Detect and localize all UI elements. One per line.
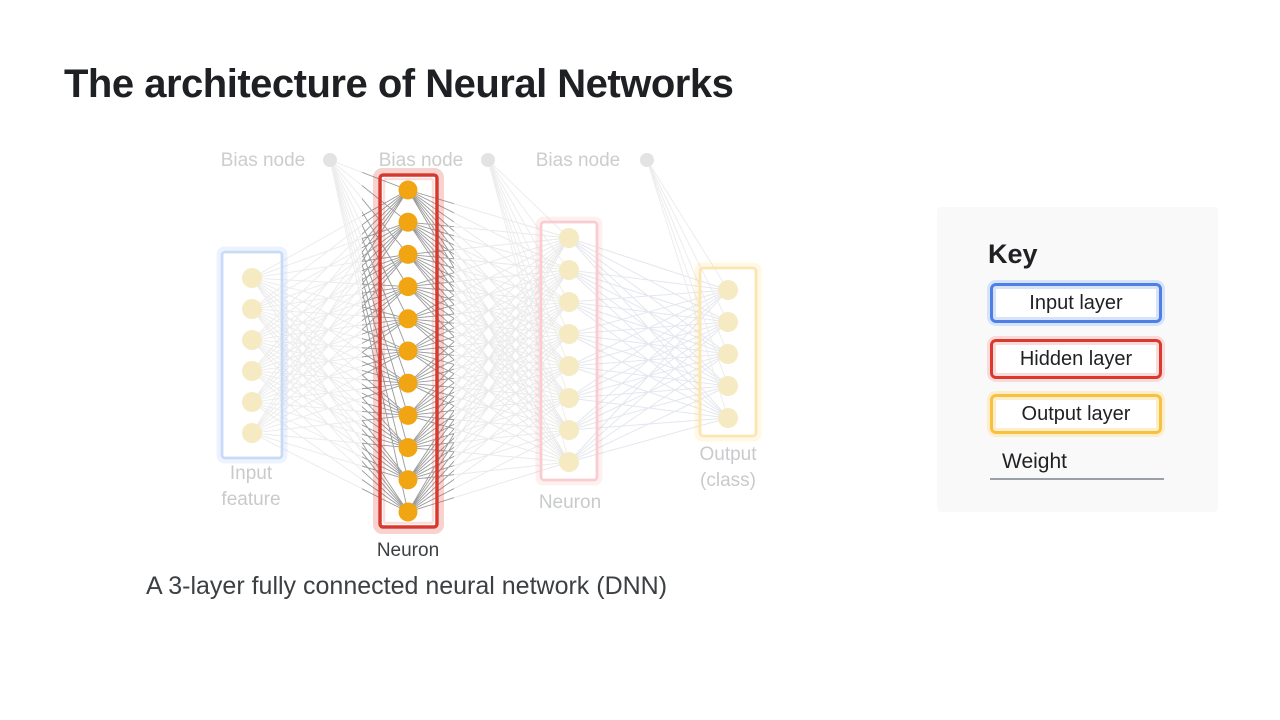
hidden-layer-1-nodes xyxy=(398,180,418,522)
hidden-layer-1-box xyxy=(373,168,444,534)
output-layer-label: (class) xyxy=(700,470,756,491)
bias-node-circle xyxy=(323,153,337,167)
neuron-node xyxy=(242,361,262,381)
neuron-node xyxy=(559,228,579,248)
neuron-node xyxy=(398,244,418,264)
output-layer-box xyxy=(694,262,762,442)
hidden-layer-2-label: Neuron xyxy=(539,492,601,513)
neuron-node xyxy=(718,408,738,428)
neural-network-diagram: InputfeatureNeuronNeuronOutput(class)Bia… xyxy=(216,150,762,561)
legend-input-layer: Input layer xyxy=(990,283,1162,323)
legend-output-layer: Output layer xyxy=(990,394,1162,434)
neuron-node xyxy=(242,299,262,319)
legend-weight-label: Weight xyxy=(1002,450,1067,473)
neuron-node xyxy=(559,388,579,408)
diagram-caption: A 3-layer fully connected neural network… xyxy=(146,572,668,600)
neuron-node xyxy=(398,373,418,393)
neuron-node xyxy=(398,502,418,522)
neuron-node xyxy=(398,309,418,329)
neuron-node xyxy=(398,470,418,490)
bias-node-label: Bias node xyxy=(536,150,621,171)
hidden-layer-1-label: Neuron xyxy=(377,540,439,561)
neuron-node xyxy=(559,260,579,280)
neuron-node xyxy=(559,452,579,472)
legend-title: Key xyxy=(988,239,1038,269)
bias-node-circle xyxy=(640,153,654,167)
weight-line-swatch xyxy=(990,478,1164,480)
legend-hidden-layer: Hidden layer xyxy=(990,339,1162,379)
neuron-node xyxy=(398,212,418,232)
legend-hidden-layer-label: Hidden layer xyxy=(1019,347,1133,370)
neuron-node xyxy=(242,392,262,412)
bias-node-circle xyxy=(481,153,495,167)
page-title: The architecture of Neural Networks xyxy=(64,62,734,106)
hidden-layer-2-box xyxy=(535,216,603,486)
neuron-node xyxy=(242,423,262,443)
neuron-node xyxy=(718,376,738,396)
legend-weight-label-text: Output layer xyxy=(1021,402,1131,425)
legend-panel: Key Input layer Hidden layer Output laye… xyxy=(937,207,1218,512)
input-layer-label: Input xyxy=(230,463,273,484)
neuron-node xyxy=(242,268,262,288)
input-layer-box xyxy=(216,246,288,464)
legend-input-layer-label: Input layer xyxy=(1029,291,1123,314)
neuron-node xyxy=(559,420,579,440)
input-layer-label: feature xyxy=(221,489,280,510)
output-layer-label: Output xyxy=(699,444,757,465)
neuron-node xyxy=(559,356,579,376)
neuron-node xyxy=(398,180,418,200)
bias-node-label: Bias node xyxy=(379,150,464,171)
neuron-node xyxy=(242,330,262,350)
neuron-node xyxy=(718,312,738,332)
neuron-node xyxy=(398,438,418,458)
output-layer-nodes xyxy=(718,280,738,428)
neuron-node xyxy=(398,405,418,425)
neuron-node xyxy=(559,324,579,344)
neuron-node xyxy=(718,344,738,364)
neuron-node xyxy=(398,341,418,361)
neuron-node xyxy=(559,292,579,312)
neuron-node xyxy=(718,280,738,300)
input-layer-nodes xyxy=(242,268,262,443)
weight-connections xyxy=(251,189,729,513)
neuron-node xyxy=(398,277,418,297)
bias-node-label: Bias node xyxy=(221,150,306,171)
hidden-layer-2-nodes xyxy=(559,228,579,472)
